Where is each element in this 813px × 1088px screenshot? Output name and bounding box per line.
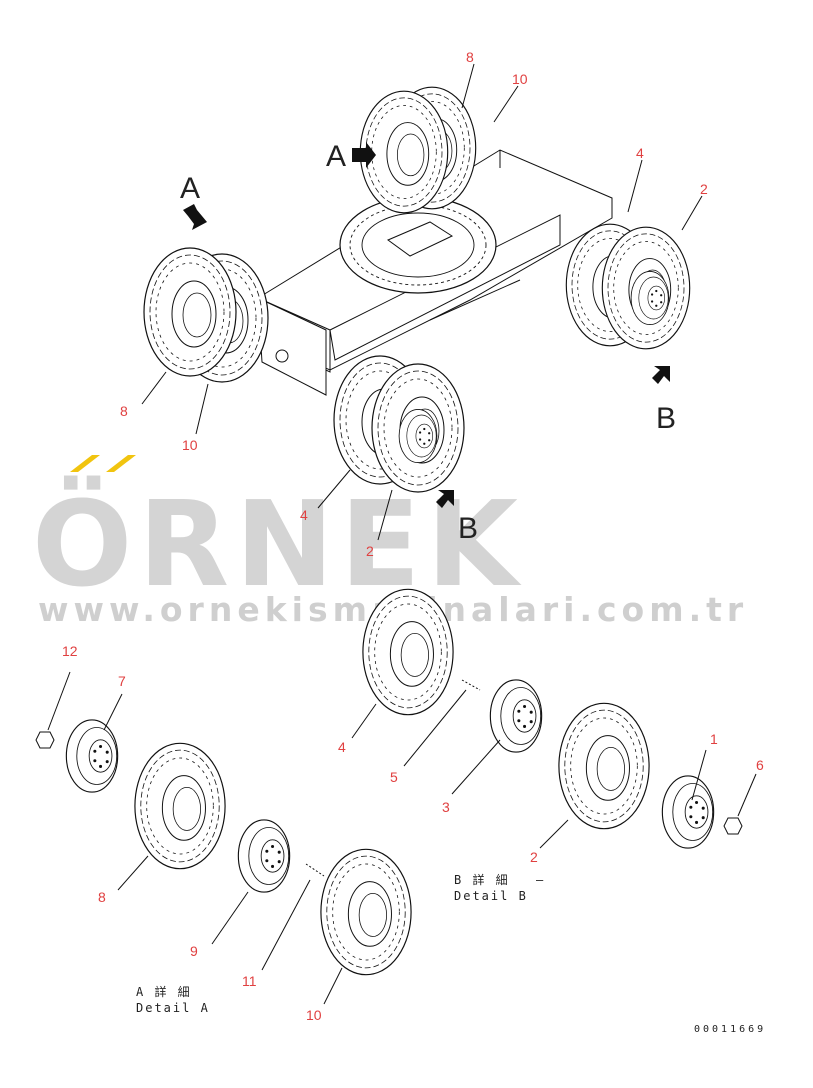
rim-part-1 [661, 775, 715, 849]
rim-part-3 [489, 679, 543, 753]
callout-number: 2 [700, 181, 708, 197]
callout-number: 3 [442, 799, 450, 815]
view-letter: A [326, 140, 346, 173]
callout-number: 4 [300, 507, 308, 523]
detail-b-caption-dash: – [536, 873, 545, 887]
callout-number: 6 [756, 757, 764, 773]
view-arrow-icon [436, 490, 454, 508]
view-arrow-icon [652, 366, 670, 384]
callout-number: 10 [306, 1007, 322, 1023]
detail-a-exploded: 12 7 8 9 11 10 [35, 643, 412, 1023]
front-left-tire-inner [143, 247, 237, 377]
view-arrow-icon [352, 142, 376, 168]
callout-number: 4 [636, 145, 644, 161]
nut-part-12 [35, 731, 55, 749]
callout-number: 2 [530, 849, 538, 865]
detail-a-caption-en: Detail A [136, 1001, 210, 1015]
brand-accent-mark-left [70, 455, 100, 472]
callout-number: 1 [710, 731, 718, 747]
view-letter: B [656, 402, 676, 435]
drawing-number: 00011669 [694, 1024, 766, 1035]
view-letter: A [180, 172, 200, 205]
callout-number: 4 [338, 739, 346, 755]
detail-b-exploded: 4 5 3 2 1 6 [338, 588, 764, 865]
tire-part-4 [362, 588, 454, 716]
tire-part-8 [134, 742, 226, 870]
view-letter: B [458, 512, 478, 545]
callout-number: 8 [466, 49, 474, 65]
rim-part-9 [237, 819, 291, 893]
tire-part-2 [558, 702, 650, 830]
brand-accent-mark-right [106, 455, 136, 472]
tire-part-10 [320, 848, 412, 976]
callout-number: 8 [120, 403, 128, 419]
callout-number: 2 [366, 543, 374, 559]
front-right-rim [398, 408, 438, 464]
detail-a-caption-jp: A 詳 細 [136, 984, 192, 999]
callout-number: 10 [182, 437, 198, 453]
nut-part-6 [723, 817, 743, 835]
callout-number: 10 [512, 71, 528, 87]
callout-number: 8 [98, 889, 106, 905]
callout-number: 11 [242, 973, 257, 989]
callout-number: 7 [118, 673, 126, 689]
chassis-assembly: A A B B 8 10 4 2 8 10 4 2 [120, 49, 708, 559]
detail-b-caption-jp: B 詳 細 [454, 872, 510, 887]
callout-number: 9 [190, 943, 198, 959]
rear-right-rim [630, 270, 670, 326]
callout-number: 5 [390, 769, 398, 785]
detail-b-caption-en: Detail B [454, 889, 528, 903]
rim-part-7 [65, 719, 119, 793]
view-arrow-icon [183, 204, 207, 230]
watermark-brand: ÖRNEK [32, 475, 524, 613]
callout-number: 12 [62, 643, 78, 659]
